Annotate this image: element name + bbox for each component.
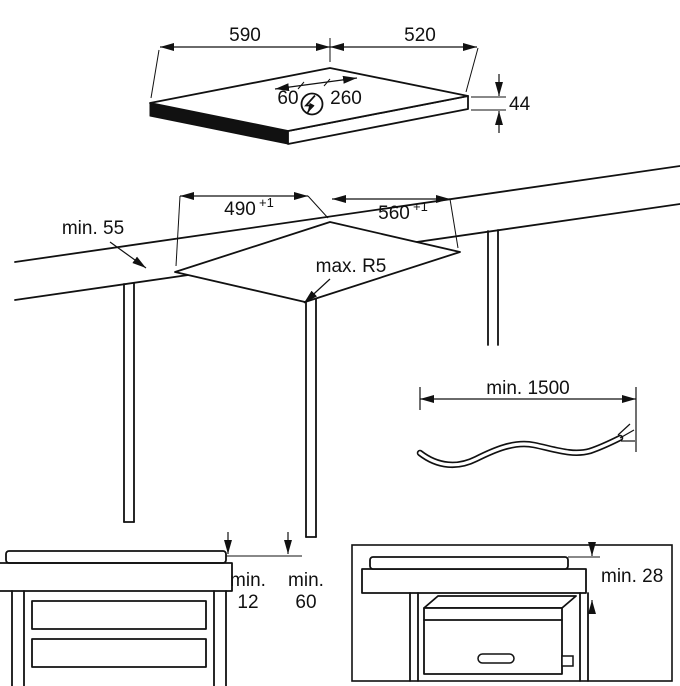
hob-side-profile	[369, 556, 569, 570]
hob-isometric-view: 590 520 44 60 260	[149, 25, 531, 145]
table-leg	[487, 229, 499, 346]
extension-line	[449, 198, 459, 249]
oven	[423, 595, 577, 675]
hob-over-drawer-view: min. 12 min. 60	[0, 532, 324, 686]
worktop-edge-line	[14, 165, 680, 263]
oven-handle	[477, 653, 515, 664]
leader-arrow	[109, 241, 147, 269]
worktop-side-profile	[361, 568, 587, 594]
clearance-12-prefix-label: min.	[230, 570, 266, 591]
lightning-bolt-icon	[304, 94, 316, 114]
worktop-cutout-view: 490 +1 560 +1 min. 55 max. R5	[14, 165, 680, 538]
extension-line	[307, 195, 329, 219]
view-box	[351, 544, 673, 682]
dimension-tick	[323, 78, 331, 87]
hob-thickness-label: 44	[509, 94, 531, 115]
worktop-side-profile	[0, 562, 233, 592]
cutout-opening	[174, 221, 461, 303]
hob-width-label: 590	[229, 25, 261, 46]
oven-knob	[561, 655, 574, 667]
extension-line	[465, 47, 479, 93]
clearance-12-value-label: 12	[237, 592, 258, 613]
cutout-depth-tolerance-label: +1	[259, 195, 274, 210]
cutout-width-label: 560	[378, 203, 410, 224]
clearance-60-prefix-label: min.	[288, 570, 324, 591]
dimension-line-connection	[274, 75, 358, 92]
power-connection-circle	[300, 92, 324, 116]
cable-wire-end	[619, 429, 635, 439]
hob-depth-label: 520	[404, 25, 436, 46]
oven-top	[423, 595, 577, 609]
mains-cable	[416, 423, 635, 468]
cutout-depth-label: 490	[224, 199, 256, 220]
cable-wire-end	[617, 423, 631, 436]
table-leg	[123, 282, 135, 523]
connection-offset-left-label: 60	[277, 88, 298, 109]
power-connection-icon	[300, 92, 324, 116]
extension-line	[150, 49, 160, 99]
clearance-60-value-label: 60	[295, 592, 316, 613]
dimension-tick	[297, 81, 305, 90]
extension-line	[175, 195, 181, 267]
cutout-width-tolerance-label: +1	[413, 199, 428, 214]
leader-arrow	[303, 278, 331, 304]
hob-side-profile	[5, 550, 227, 564]
cable-length-diagram: min. 1500	[416, 378, 637, 468]
edge-distance-label: min. 55	[62, 218, 124, 239]
drawer	[31, 600, 207, 630]
connection-offset-right-label: 260	[330, 88, 362, 109]
cable-length-label: min. 1500	[486, 378, 569, 399]
drawer	[31, 638, 207, 668]
oven-clearance-label: min. 28	[601, 566, 663, 587]
oven-front	[423, 607, 563, 675]
hob-over-oven-view: min. 28	[351, 542, 673, 682]
corner-radius-label: max. R5	[316, 256, 387, 277]
